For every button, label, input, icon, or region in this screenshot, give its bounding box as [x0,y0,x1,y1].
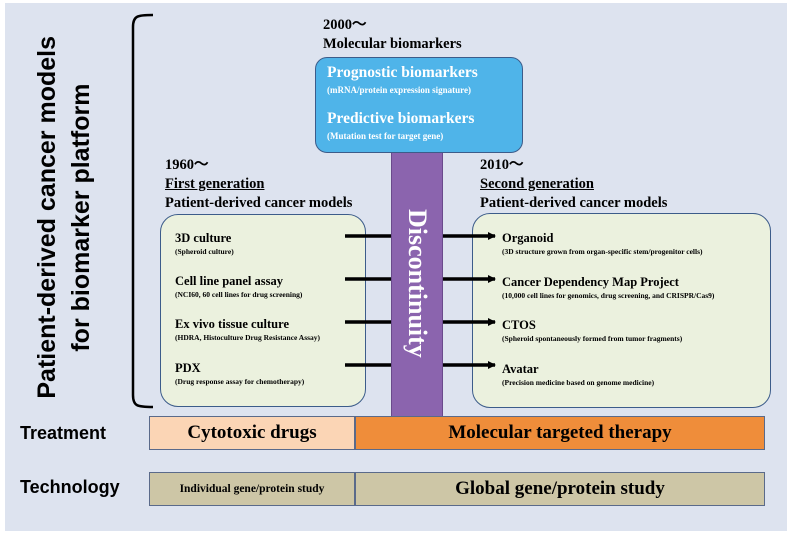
targeted-therapy-bar: Molecular targeted therapy [355,416,765,450]
predictive-sub: (Mutation test for target gene) [327,131,444,141]
second-gen-item-4-sub: (Precision medicine based on genome medi… [502,378,655,387]
first-gen-item-3-title: Ex vivo tissue culture [175,317,290,331]
first-gen-subtitle: Patient-derived cancer models [165,195,353,211]
technology-label: Technology [20,477,120,497]
arrows-layer [345,232,496,369]
bracket-shape [131,13,154,409]
targeted-therapy-text: Molecular targeted therapy [448,422,672,443]
second-gen-item-3-title: CTOS [502,318,536,332]
discontinuity-label: Discontinuity [403,208,432,358]
second-gen-item-3-sub: (Spheroid spontaneously formed from tumo… [502,334,683,343]
molecular-title: Molecular biomarkers [323,36,462,52]
cytotoxic-drugs-bar: Cytotoxic drugs [149,416,355,450]
second-gen-item-2-title: Cancer Dependency Map Project [502,275,679,289]
first-gen-item-2-title: Cell line panel assay [175,274,283,288]
diagram-canvas: Patient-derived cancer models for biomar… [5,3,787,531]
second-gen-box: Organoid (3D structure grown from organ-… [472,213,771,408]
first-gen-year: 1960～ [165,157,209,173]
second-gen-year: 2010～ [480,157,524,173]
first-gen-item-3-sub: (HDRA, Histoculture Drug Resistance Assa… [175,333,321,342]
first-gen-item-4-title: PDX [175,361,201,375]
first-gen-item-2-sub: (NCI60, 60 cell lines for drug screening… [175,290,303,299]
cytotoxic-drugs-text: Cytotoxic drugs [187,422,317,443]
discontinuity-pillar [391,149,443,417]
individual-study-bar: Individual gene/protein study [149,472,355,506]
first-gen-item-4-sub: (Drug response assay for chemotherapy) [175,377,305,386]
second-gen-item-1-title: Organoid [502,231,554,245]
first-gen-box: 3D culture (Spheroid culture) Cell line … [160,214,366,407]
first-gen-item-1-title: 3D culture [175,231,232,245]
second-gen-item-1-sub: (3D structure grown from organ-specific … [502,247,703,256]
molecular-year: 2000～ [323,17,367,33]
predictive-title: Predictive biomarkers [327,110,475,127]
individual-study-text: Individual gene/protein study [179,483,325,495]
discontinuity-text-wrap: Discontinuity [391,149,443,417]
second-gen-item-4-title: Avatar [502,362,539,376]
biomarker-box: Prognostic biomarkers (mRNA/protein expr… [315,57,523,153]
first-gen-title: First generation [165,176,265,192]
second-gen-subtitle: Patient-derived cancer models [480,195,668,211]
global-study-bar: Global gene/protein study [355,472,765,506]
prognostic-title: Prognostic biomarkers [327,64,478,81]
prognostic-sub: (mRNA/protein expression signature) [327,85,471,95]
treatment-label: Treatment [20,423,107,443]
second-gen-item-2-sub: (10,000 cell lines for genomics, drug sc… [502,291,715,300]
global-study-text: Global gene/protein study [455,478,665,499]
second-gen-title: Second generation [480,176,594,192]
first-gen-item-1-sub: (Spheroid culture) [175,247,234,256]
